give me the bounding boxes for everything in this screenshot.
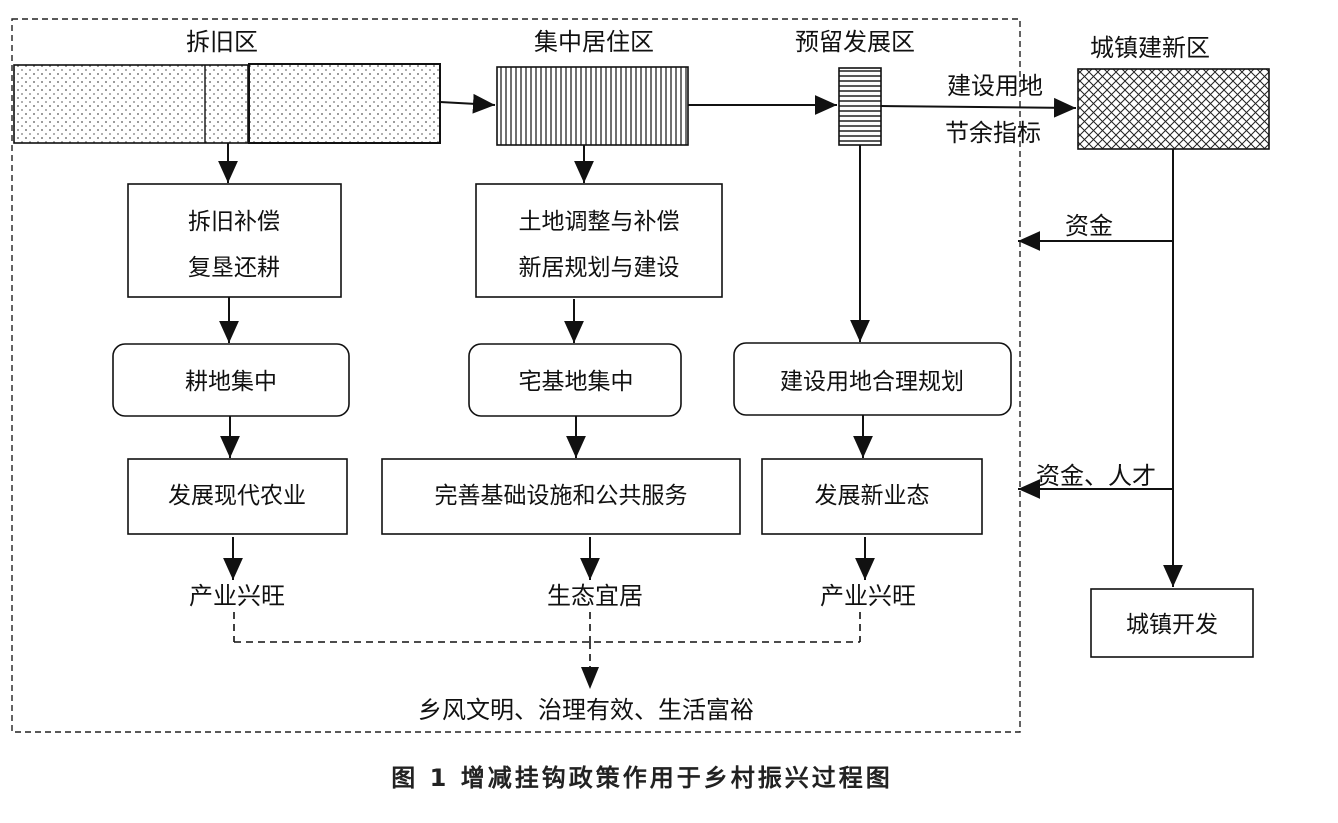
reserved-step2-box <box>733 342 1012 416</box>
urban-development-label: 城镇开发 <box>1126 612 1218 638</box>
demolition-step3-label: 发展现代农业 <box>168 483 306 509</box>
demolition-step1-box <box>127 183 342 298</box>
demolition-step1-line1: 拆旧补偿 <box>188 209 280 235</box>
reserved-step3-label: 发展新业态 <box>815 483 930 509</box>
concentrated-living-zone-block <box>496 66 689 146</box>
urban-new-construction-zone-block <box>1077 68 1270 150</box>
arrow-reserved-to-urban <box>880 97 1077 118</box>
arrow-demolition-to-living <box>439 93 496 114</box>
living-step2-label: 宅基地集中 <box>519 369 634 395</box>
reserved-step2-label: 建设用地合理规划 <box>780 369 964 395</box>
zone-title-demolition: 拆旧区 <box>186 28 258 56</box>
living-step1-line1: 土地调整与补偿 <box>519 209 680 235</box>
demolition-step3-box <box>127 458 348 535</box>
reserved-step3-box <box>761 458 983 535</box>
figure-caption: 图 1 增减挂钩政策作用于乡村振兴过程图 <box>391 764 892 792</box>
living-step3-box <box>381 458 741 535</box>
transfer-label-line1: 建设用地 <box>947 72 1043 100</box>
transfer-label-line2: 节余指标 <box>945 119 1041 147</box>
living-step3-label: 完善基础设施和公共服务 <box>435 483 688 509</box>
living-step1-line2: 新居规划与建设 <box>519 255 680 281</box>
demolition-step2-label: 耕地集中 <box>185 369 277 395</box>
zone-title-concentrated-living: 集中居住区 <box>534 28 654 56</box>
zone-title-urban-new-construction: 城镇建新区 <box>1090 34 1210 62</box>
urban-development-box <box>1090 588 1254 658</box>
demolition-step1-line2: 复垦还耕 <box>188 255 280 281</box>
reserved-development-zone-block <box>838 67 882 146</box>
living-outcome: 生态宜居 <box>547 582 643 610</box>
rural-area-frame <box>11 18 1021 733</box>
flow-label-funds-talent: 资金、人才 <box>1036 462 1156 490</box>
zone-title-reserved-development: 预留发展区 <box>795 28 915 56</box>
final-outcome: 乡风文明、治理有效、生活富裕 <box>418 696 754 724</box>
demolition-zone-block <box>13 63 441 144</box>
flow-label-funds: 资金 <box>1065 212 1113 240</box>
demolition-outcome: 产业兴旺 <box>189 582 285 610</box>
outcome-convergence-lines <box>233 612 861 689</box>
reserved-outcome: 产业兴旺 <box>820 582 916 610</box>
living-step1-box <box>475 183 723 298</box>
